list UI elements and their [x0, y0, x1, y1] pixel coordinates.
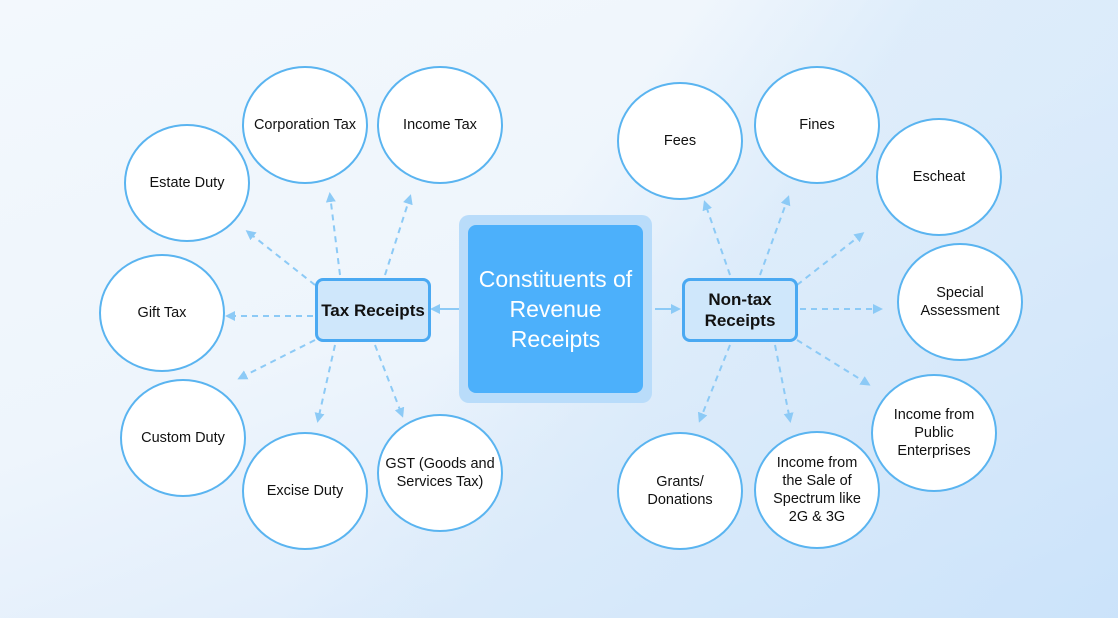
tax-item-income-tax: Income Tax [377, 66, 503, 184]
item-label: Fees [663, 133, 697, 149]
center-title: Constituents of Revenue Receipts [478, 266, 633, 352]
arrow [702, 200, 731, 276]
item-label: Income Tax [403, 117, 477, 133]
tax-item-gst: GST (Goods and Services Tax) [377, 414, 503, 532]
arrow [796, 232, 865, 286]
arrow [697, 344, 731, 423]
item-label: Gift Tax [137, 305, 187, 321]
tax-item-gift-tax: Gift Tax [99, 254, 225, 372]
arrow [237, 339, 316, 380]
item-label: Special Assessment [920, 285, 1000, 319]
nontax-receipts-label: Non-tax Receipts [704, 290, 776, 330]
item-label: Escheat [912, 169, 966, 185]
arrow [314, 344, 336, 423]
center-node: Constituents of Revenue Receipts [468, 225, 643, 393]
item-label: Corporation Tax [253, 117, 357, 133]
arrow [796, 339, 871, 386]
tax-item-custom-duty: Custom Duty [120, 379, 246, 497]
item-label: Grants/ Donations [647, 474, 713, 508]
arrow [759, 195, 791, 276]
nontax-item-grants: Grants/ Donations [617, 432, 743, 550]
nontax-receipts-node: Non-tax Receipts [682, 278, 798, 342]
nontax-item-public-enterprises: Income from Public Enterprises [871, 374, 997, 492]
tax-item-estate-duty: Estate Duty [124, 124, 250, 242]
item-label: Estate Duty [149, 175, 225, 191]
nontax-item-spectrum: Income from the Sale of Spectrum like 2G… [754, 431, 880, 549]
nontax-item-fines: Fines [754, 66, 880, 184]
tax-receipts-label: Tax Receipts [321, 300, 425, 320]
item-label: Fines [799, 117, 835, 133]
item-label: Excise Duty [266, 483, 344, 499]
nontax-item-special-assessment: Special Assessment [897, 243, 1023, 361]
arrow [774, 344, 794, 423]
tax-receipts-node: Tax Receipts [315, 278, 431, 342]
item-label: Custom Duty [141, 430, 225, 446]
tax-item-excise-duty: Excise Duty [242, 432, 368, 550]
item-label: GST (Goods and Services Tax) [385, 456, 495, 490]
arrow [374, 344, 405, 418]
tax-item-corporation-tax: Corporation Tax [242, 66, 368, 184]
arrow [384, 194, 413, 276]
nontax-item-fees: Fees [617, 82, 743, 200]
item-label: Income from Public Enterprises [893, 407, 975, 459]
arrow [325, 192, 341, 276]
item-label: Income from the Sale of Spectrum like 2G… [773, 455, 861, 525]
nontax-item-escheat: Escheat [876, 118, 1002, 236]
arrow [245, 230, 316, 286]
